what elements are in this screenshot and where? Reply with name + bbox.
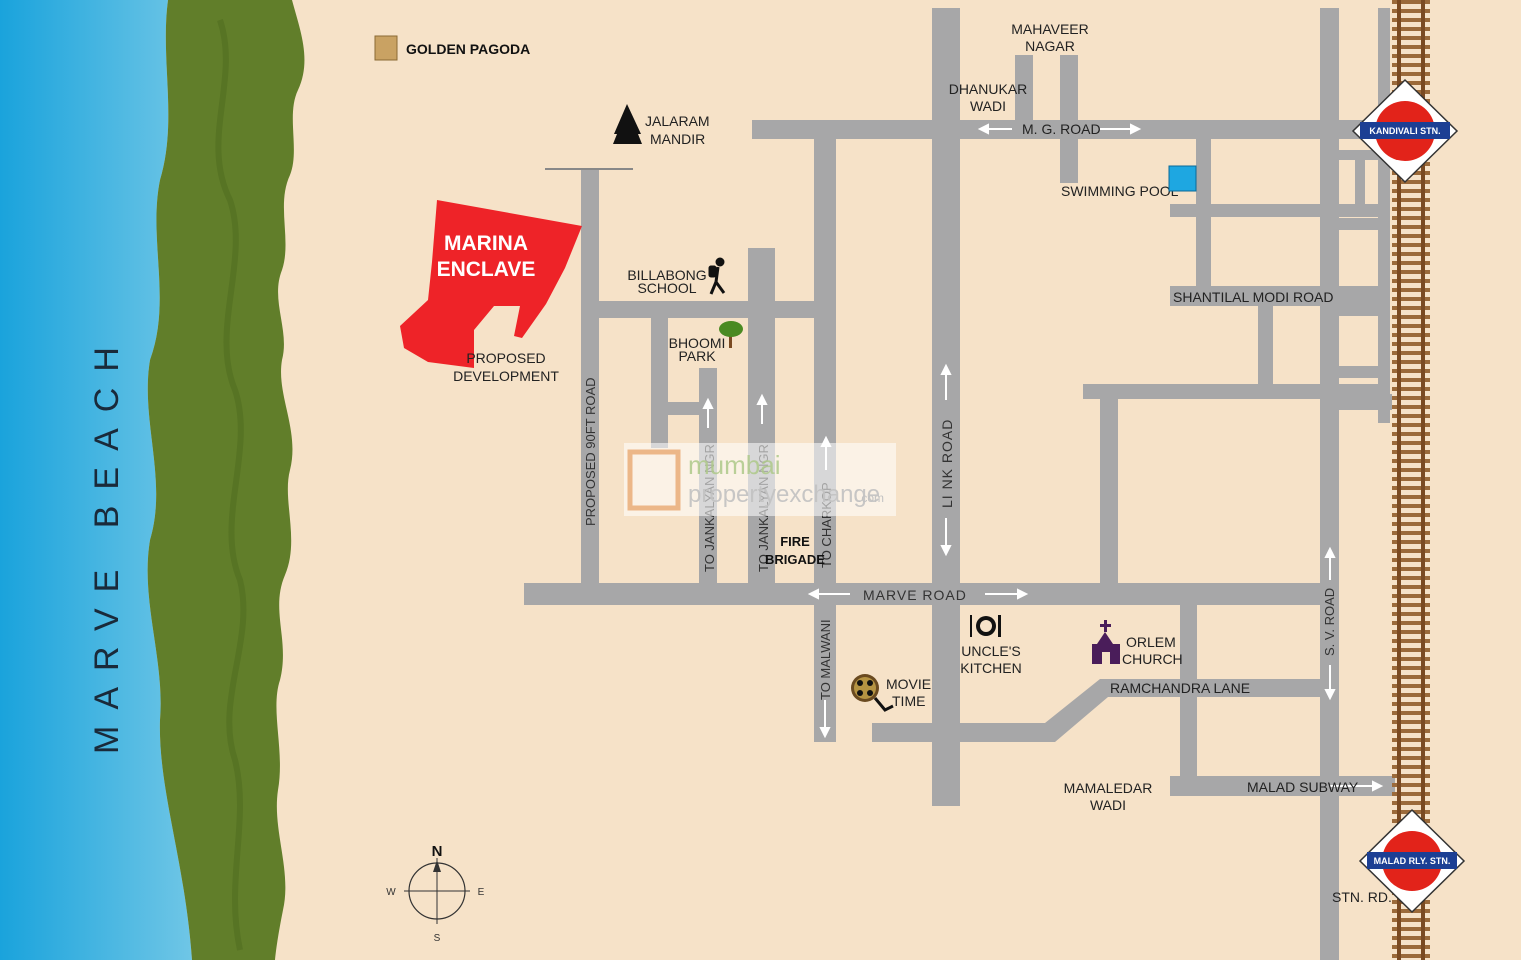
mahaveer-road-2: [1060, 55, 1078, 183]
church-road: [1100, 396, 1118, 586]
fire-brigade-line1: FIRE: [780, 534, 810, 549]
mg-road-label: M. G. ROAD: [1022, 121, 1101, 137]
jalaram-line1: JALARAM: [645, 113, 710, 129]
orlem-line2: CHURCH: [1122, 651, 1183, 667]
malad-station-label: MALAD RLY. STN.: [1374, 856, 1451, 866]
link-road-label: LI NK ROAD: [939, 419, 955, 508]
proposed-dev-line2: DEVELOPMENT: [453, 368, 559, 384]
compass-w: W: [386, 887, 396, 898]
compass-rose: [404, 858, 470, 924]
jalaram-line2: MANDIR: [650, 131, 705, 147]
compass-e: E: [478, 887, 485, 898]
shantilal-modi-road: [1170, 286, 1390, 306]
billabong-line2: SCHOOL: [637, 280, 696, 296]
orlem-line1: ORLEM: [1126, 634, 1176, 650]
swimming-pool-icon: [1168, 165, 1197, 192]
pool-road: [1196, 138, 1211, 303]
road-network: [524, 8, 1395, 960]
watermark-word1: mumbai: [688, 450, 780, 480]
cross-road-1: [1170, 204, 1390, 217]
east-road: [1083, 384, 1390, 399]
inner-road-a: [651, 318, 668, 448]
cross-road-5: [1320, 306, 1388, 316]
swimming-pool-label: SWIMMING POOL: [1061, 183, 1179, 199]
mangrove-texture: [215, 19, 247, 951]
school-road: [581, 301, 815, 318]
tree-icon: [719, 321, 743, 348]
sea: [0, 0, 192, 960]
mahaveer-line1: MAHAVEER: [1011, 21, 1089, 37]
mamaledar-line2: WADI: [1090, 797, 1126, 813]
movie-time-line1: MOVIE: [886, 676, 931, 692]
watermark: mumbai propertyexchange .com: [624, 443, 896, 516]
shantilal-label: SHANTILAL MODI ROAD: [1173, 289, 1334, 305]
stn-rd-label: STN. RD.: [1332, 889, 1392, 905]
inner-road-b: [668, 402, 699, 415]
movie-time-line2: TIME: [892, 693, 925, 709]
temple-icon: [613, 104, 642, 144]
proposed-90ft-road: [581, 170, 599, 595]
cross-road-4: [1320, 218, 1388, 230]
proposed-road-stub: [545, 168, 633, 170]
bhoomi-line1: BHOOMI: [669, 335, 726, 351]
restaurant-icon: [970, 615, 1001, 637]
proposed-dev-line1: PROPOSED: [466, 350, 545, 366]
link-road: [932, 8, 960, 806]
marina-enclave-line1: MARINA: [444, 232, 528, 255]
malad-station: MALAD RLY. STN.: [1358, 808, 1466, 914]
kandivali-station: KANDIVALI STN.: [1351, 78, 1459, 184]
cross-road-2: [1320, 150, 1385, 160]
marve-road-label: MARVE ROAD: [863, 587, 967, 603]
school-icon: [708, 257, 726, 295]
proposed-90ft-road-label: PROPOSED 90FT ROAD: [583, 377, 598, 526]
malad-subway: [1170, 776, 1395, 796]
sv-road-label: S. V. ROAD: [1322, 588, 1337, 656]
compass-s: S: [434, 933, 441, 944]
lower-link: [872, 723, 1052, 742]
golden-pagoda-label: GOLDEN PAGODA: [406, 41, 530, 57]
malad-subway-label: MALAD SUBWAY: [1247, 779, 1359, 795]
marve-road: [524, 583, 1320, 605]
cross-road-3: [1355, 150, 1365, 210]
watermark-suffix: .com: [858, 491, 884, 505]
dhanukar-line2: WADI: [970, 98, 1006, 114]
shantilal-branch: [1258, 306, 1273, 386]
billabong-line1: BILLABONG: [627, 267, 706, 283]
sv-road: [1320, 8, 1339, 960]
to-malwani-road: [814, 598, 836, 742]
ramchandra-lane-vertical: [1180, 603, 1197, 795]
ramchandra-diagonal: [1045, 679, 1120, 742]
kandivali-station-label: KANDIVALI STN.: [1369, 126, 1440, 136]
mamaledar-line1: MAMALEDAR: [1064, 780, 1153, 796]
church-icon: [1092, 620, 1120, 664]
ramchandra-lane: [1100, 679, 1325, 697]
marina-enclave-line2: ENCLAVE: [437, 258, 536, 281]
east-road-ext: [1335, 394, 1392, 410]
marina-enclave-plot: [400, 200, 582, 368]
mahaveer-road-1: [1015, 55, 1033, 125]
watermark-word2: propertyexchange: [688, 481, 880, 508]
to-malwani-label: TO MALWANI: [818, 619, 833, 700]
golden-pagoda-marker: [374, 35, 398, 61]
bhoomi-line2: PARK: [678, 348, 716, 364]
compass-n: N: [432, 843, 443, 860]
dhanukar-line1: DHANUKAR: [949, 81, 1028, 97]
mangrove-belt: [147, 0, 305, 960]
ramchandra-label: RAMCHANDRA LANE: [1110, 680, 1250, 696]
fire-brigade-line2: BRIGADE: [765, 552, 825, 567]
cross-road-6: [1320, 366, 1388, 378]
uncles-kitchen-line2: KITCHEN: [960, 660, 1021, 676]
film-reel-icon: [851, 674, 894, 712]
marve-beach-label: MARVE BEACH: [88, 331, 126, 754]
mahaveer-line2: NAGAR: [1025, 38, 1075, 54]
uncles-kitchen-line1: UNCLE'S: [961, 643, 1020, 659]
